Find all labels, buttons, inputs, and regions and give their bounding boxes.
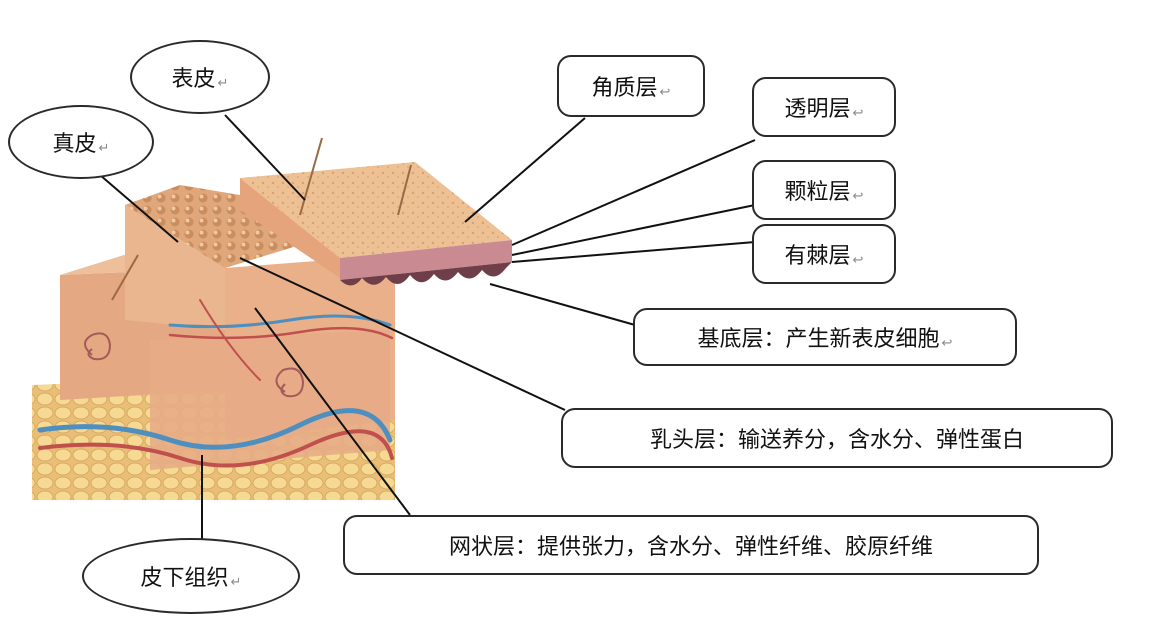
- leader-lines: [99, 114, 756, 540]
- label-dermis: 真皮↵: [8, 105, 154, 179]
- label-subcutaneous: 皮下组织↵: [82, 538, 300, 614]
- paragraph-mark: ↵: [230, 574, 242, 590]
- label-stratum-spinosum-text: 有棘层: [784, 244, 851, 269]
- label-subcutaneous-text: 皮下组织: [140, 566, 229, 591]
- label-papillary-layer-text: 乳头层：输送养分，含水分、弹性蛋白: [649, 428, 1024, 453]
- return-mark: ↩: [852, 188, 864, 204]
- label-epidermis-text: 表皮: [171, 67, 216, 92]
- label-epidermis: 表皮↵: [130, 40, 270, 114]
- label-stratum-corneum: 角质层↩: [557, 55, 705, 117]
- label-papillary-layer: 乳头层：输送养分，含水分、弹性蛋白: [561, 408, 1113, 468]
- label-stratum-lucidum-text: 透明层: [784, 97, 851, 122]
- hair-strands: [111, 137, 412, 301]
- return-mark: ↩: [852, 252, 864, 268]
- label-stratum-spinosum: 有棘层↩: [752, 224, 896, 284]
- label-stratum-lucidum: 透明层↩: [752, 77, 896, 137]
- label-stratum-basale: 基底层：产生新表皮细胞↩: [633, 308, 1017, 366]
- paragraph-mark: ↵: [98, 140, 110, 156]
- return-mark: ↩: [659, 84, 671, 100]
- return-mark: ↩: [852, 105, 864, 121]
- label-stratum-granulosum-text: 颗粒层: [784, 180, 851, 205]
- return-mark: ↩: [941, 335, 953, 351]
- label-stratum-basale-text: 基底层：产生新表皮细胞: [697, 327, 940, 352]
- papillary-dermis-block: [125, 185, 300, 330]
- label-reticular-layer-text: 网状层：提供张力，含水分、弹性纤维、胶原纤维: [448, 535, 933, 560]
- label-stratum-corneum-text: 角质层: [591, 76, 658, 101]
- paragraph-mark: ↵: [217, 75, 229, 91]
- blood-vessels: [37, 299, 394, 468]
- label-reticular-layer: 网状层：提供张力，含水分、弹性纤维、胶原纤维: [343, 515, 1039, 575]
- sweat-glands: [84, 332, 305, 398]
- label-stratum-granulosum: 颗粒层↩: [752, 160, 896, 220]
- label-dermis-text: 真皮: [52, 132, 97, 157]
